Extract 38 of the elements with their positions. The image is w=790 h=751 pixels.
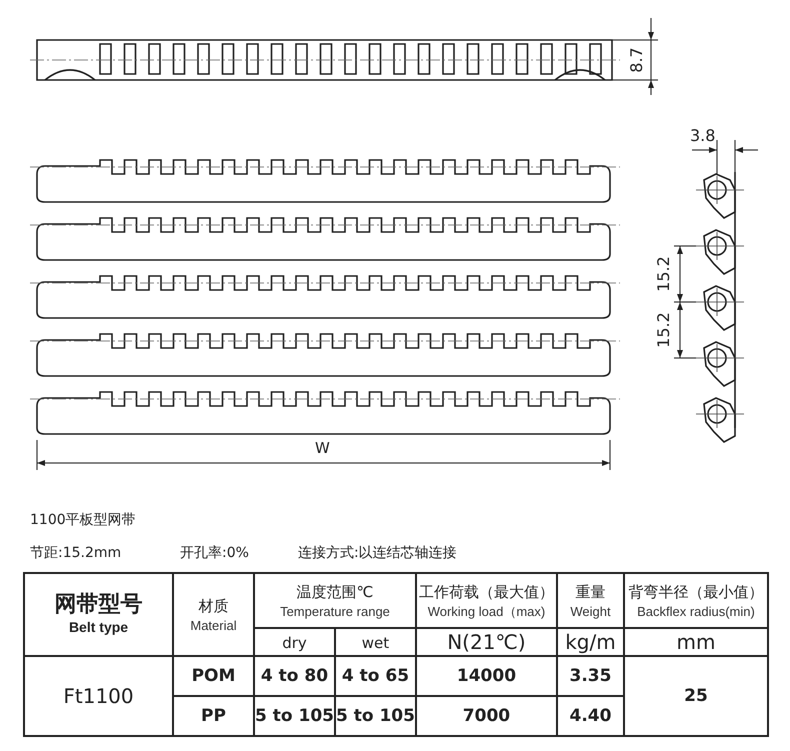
- table-value: 25: [684, 687, 708, 706]
- column-header: 背弯半径（最小值）: [628, 584, 764, 600]
- column-header-english: Material: [190, 618, 237, 633]
- dimension-value: 15.2: [656, 312, 672, 348]
- table-value: 7000: [462, 707, 510, 726]
- column-header-english: Weight: [570, 604, 611, 619]
- column-header-english: Working load（max): [428, 604, 546, 619]
- column-header: 工作荷载（最大值）: [418, 584, 554, 600]
- column-header-english: Belt type: [68, 620, 128, 636]
- column-header: 材质: [198, 598, 228, 614]
- heading-text: 1100平板型网带: [30, 513, 136, 527]
- spec-note: 连接方式:以连结芯轴连接: [298, 546, 457, 560]
- table-value: PP: [201, 707, 226, 726]
- table-value: 4 to 65: [342, 667, 410, 686]
- column-header: 重量: [575, 584, 606, 600]
- dimension-value: 8.7: [629, 47, 645, 73]
- table-value: 5 to 105: [255, 707, 334, 726]
- unit-label: N(21℃): [447, 631, 526, 653]
- column-header-english: Temperature range: [280, 604, 390, 619]
- unit-label: kg/m: [565, 631, 616, 653]
- dimension-value: 3.8: [690, 128, 716, 144]
- column-subheader: dry: [282, 634, 307, 651]
- dimension-value: W: [315, 441, 330, 456]
- table-value: POM: [192, 667, 236, 686]
- table-value: 4 to 80: [260, 667, 328, 686]
- spec-note: 开孔率:0%: [180, 546, 249, 560]
- unit-label: mm: [676, 631, 716, 653]
- column-header: 温度范围℃: [296, 584, 374, 600]
- table-value: 5 to 105: [336, 707, 415, 726]
- table-value: 14000: [456, 667, 516, 686]
- column-header: 网带型号: [54, 592, 142, 618]
- table-value: 3.35: [569, 667, 612, 686]
- table-value: 4.40: [569, 707, 612, 726]
- column-subheader: wet: [362, 634, 390, 651]
- spec-note: 节距:15.2mm: [30, 546, 122, 560]
- table-value: Ft1100: [63, 685, 134, 707]
- dimension-value: 15.2: [656, 256, 672, 292]
- column-header-english: Backflex radius(min): [637, 604, 755, 619]
